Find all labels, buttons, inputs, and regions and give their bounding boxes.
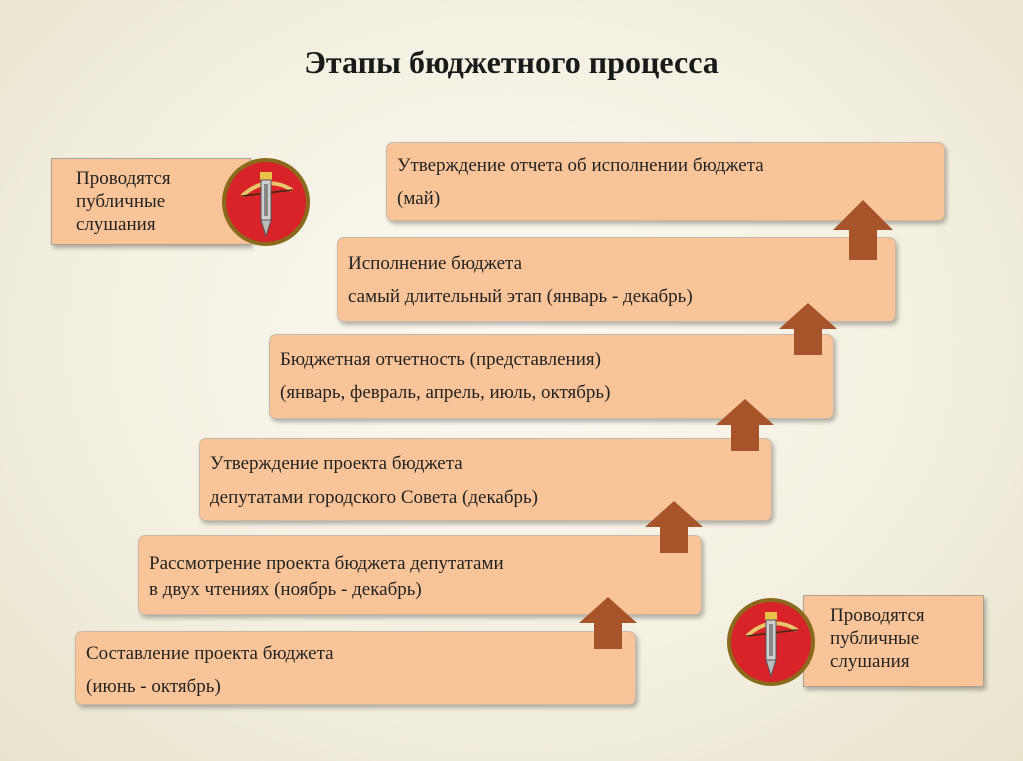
stage-label: Рассмотрение проекта бюджета депутатами: [149, 553, 504, 574]
city-emblem-icon: [222, 158, 310, 246]
note-line: слушания: [76, 214, 156, 235]
stage-period: (май): [397, 188, 441, 209]
note-line: Проводятся: [830, 605, 925, 626]
stage-budget-execution: Исполнение бюджета самый длительный этап…: [337, 237, 896, 322]
stage-report-approval: Утверждение отчета об исполнении бюджета…: [386, 142, 945, 221]
public-hearings-note: Проводятся публичные слушания: [803, 595, 984, 687]
up-arrow-icon: [779, 303, 837, 355]
up-arrow-icon: [645, 501, 703, 553]
note-line: Проводятся: [76, 168, 171, 189]
stage-period: (июнь - октябрь): [86, 676, 221, 697]
stage-period: (январь, февраль, апрель, июль, октябрь): [280, 382, 611, 403]
stage-label: Составление проекта бюджета: [86, 643, 334, 664]
up-arrow-icon: [579, 597, 637, 649]
up-arrow-icon: [716, 399, 774, 451]
stage-draft-approval: Утверждение проекта бюджета депутатами г…: [199, 438, 772, 521]
stage-label: Исполнение бюджета: [348, 253, 523, 274]
note-line: слушания: [830, 651, 910, 672]
stage-period: самый длительный этап (январь - декабрь): [348, 286, 693, 307]
page-title: Этапы бюджетного процесса: [304, 44, 719, 80]
up-arrow-icon: [833, 200, 893, 260]
stage-label: Бюджетная отчетность (представления): [280, 349, 601, 370]
note-line: публичные: [76, 191, 166, 212]
stage-budget-drafting: Составление проекта бюджета (июнь - октя…: [75, 631, 636, 705]
city-emblem-icon: [727, 598, 815, 686]
note-line: публичные: [830, 628, 920, 649]
stage-period: депутатами городского Совета (декабрь): [210, 487, 539, 508]
public-hearings-note: Проводятся публичные слушания: [51, 158, 251, 245]
stage-label: Утверждение отчета об исполнении бюджета: [397, 155, 764, 176]
stage-period: в двух чтениях (ноябрь - декабрь): [149, 579, 422, 600]
stage-label: Утверждение проекта бюджета: [210, 453, 463, 474]
